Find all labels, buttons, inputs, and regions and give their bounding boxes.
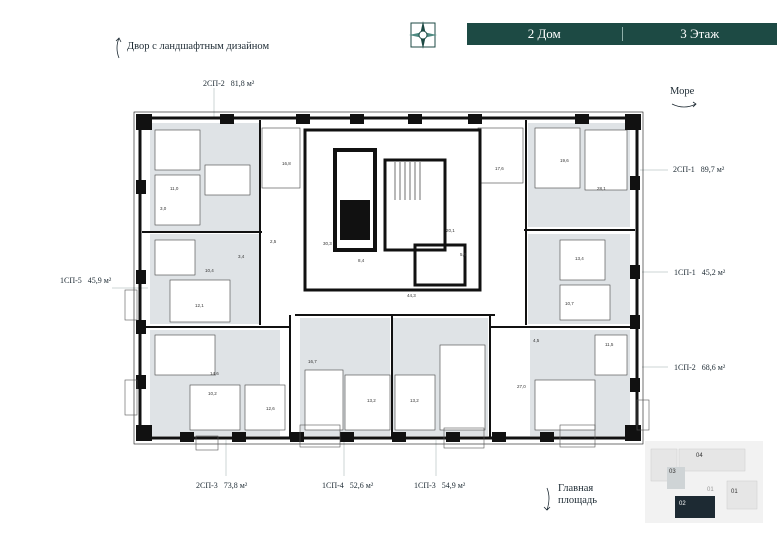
unit-label-1sp2[interactable]: 1СП-2 68,6 м²: [674, 363, 725, 372]
house-label[interactable]: 2 Дом: [527, 26, 561, 41]
room-area: 19,6: [560, 158, 569, 163]
room-area: 10,4: [205, 268, 214, 273]
unit-label-1sp4[interactable]: 1СП-4 52,6 м²: [322, 481, 373, 490]
room-area: 3,4: [238, 254, 245, 259]
building-core: [303, 128, 482, 292]
sea-note: Море: [670, 86, 695, 97]
arrow-down-icon: [543, 487, 551, 511]
minimap-block: 02: [679, 501, 686, 507]
unit-area: 81,8 м²: [230, 79, 255, 88]
room-area: 10,7: [565, 301, 574, 306]
room-area: 14,6: [210, 371, 219, 376]
room-area: 3,0: [160, 206, 167, 211]
room-area: 2,5: [270, 239, 277, 244]
room-area: 27,0: [517, 384, 526, 389]
unit-area: 89,7 м²: [700, 165, 725, 174]
room-area: 44,3: [407, 293, 416, 298]
room-area: 12,6: [266, 406, 275, 411]
site-minimap[interactable]: 04 03 01 02 01: [645, 441, 763, 523]
unit-label-2sp3[interactable]: 2СП-3 73,8 м²: [196, 481, 247, 490]
unit-area: 73,8 м²: [223, 481, 248, 490]
floor-label[interactable]: 3 Этаж: [680, 26, 720, 41]
unit-label-1sp5[interactable]: 1СП-5 45,9 м²: [60, 276, 111, 285]
unit-code: 2СП-3: [196, 481, 218, 490]
unit-code: 1СП-4: [322, 481, 344, 490]
unit-code: 1СП-1: [674, 268, 696, 277]
room-area: 16,7: [308, 359, 317, 364]
unit-area: 45,9 м²: [87, 276, 112, 285]
balconies: [124, 289, 650, 451]
room-area: 30,3: [323, 241, 332, 246]
unit-label-2sp2[interactable]: 2СП-2 81,8 м²: [203, 79, 254, 88]
minimap-block: 04: [696, 453, 703, 459]
room-area: 8,4: [358, 258, 365, 263]
unit-code: 1СП-5: [60, 276, 82, 285]
unit-label-1sp1[interactable]: 1СП-1 45,2 м²: [674, 268, 725, 277]
unit-code: 2СП-2: [203, 79, 225, 88]
room-area: 13,2: [367, 398, 376, 403]
unit-code: 1СП-3: [414, 481, 436, 490]
room-area: 10,2: [208, 391, 217, 396]
room-area: 20,1: [446, 228, 455, 233]
unit-label-2sp1[interactable]: 2СП-1 89,7 м²: [673, 165, 724, 174]
minimap-block: 01: [731, 489, 738, 495]
square-note: Главная площадь: [558, 483, 597, 506]
room-area: 13,4: [575, 256, 584, 261]
unit-code: 1СП-2: [674, 363, 696, 372]
unit-area: 45,2 м²: [701, 268, 726, 277]
unit-area: 68,6 м²: [701, 363, 726, 372]
columns: [136, 114, 641, 442]
arrow-up-icon: [115, 37, 122, 59]
leader-lines: [112, 88, 668, 476]
minimap-block: 03: [669, 469, 676, 475]
header-bar: 2 Дом 3 Этаж: [467, 23, 777, 45]
room-area: 12,1: [195, 303, 204, 308]
room-area: 13,2: [410, 398, 419, 403]
unit-area: 52,6 м²: [349, 481, 374, 490]
room-area: 11,0: [170, 186, 179, 191]
room-area: 17,6: [495, 166, 504, 171]
room-labels: 16,8 17,6 19,6 28,1 11,0 3,0 10,7 13,4 1…: [160, 158, 614, 411]
courtyard-note: Двор с ландшафтным дизайном: [127, 41, 270, 52]
unit-area: 54,9 м²: [441, 481, 466, 490]
room-area: 5,0: [460, 252, 467, 257]
room-area: 11,5: [605, 342, 614, 347]
compass-icon: [409, 21, 437, 49]
minimap-block: 01: [707, 487, 714, 493]
room-area: 4,5: [533, 338, 540, 343]
rooms: [154, 127, 628, 431]
unit-label-1sp3[interactable]: 1СП-3 54,9 м²: [414, 481, 465, 490]
header-divider: [621, 27, 623, 41]
room-area: 16,8: [282, 161, 291, 166]
unit-code: 2СП-1: [673, 165, 695, 174]
room-area: 28,1: [597, 186, 606, 191]
arrow-right-icon: [671, 101, 697, 108]
